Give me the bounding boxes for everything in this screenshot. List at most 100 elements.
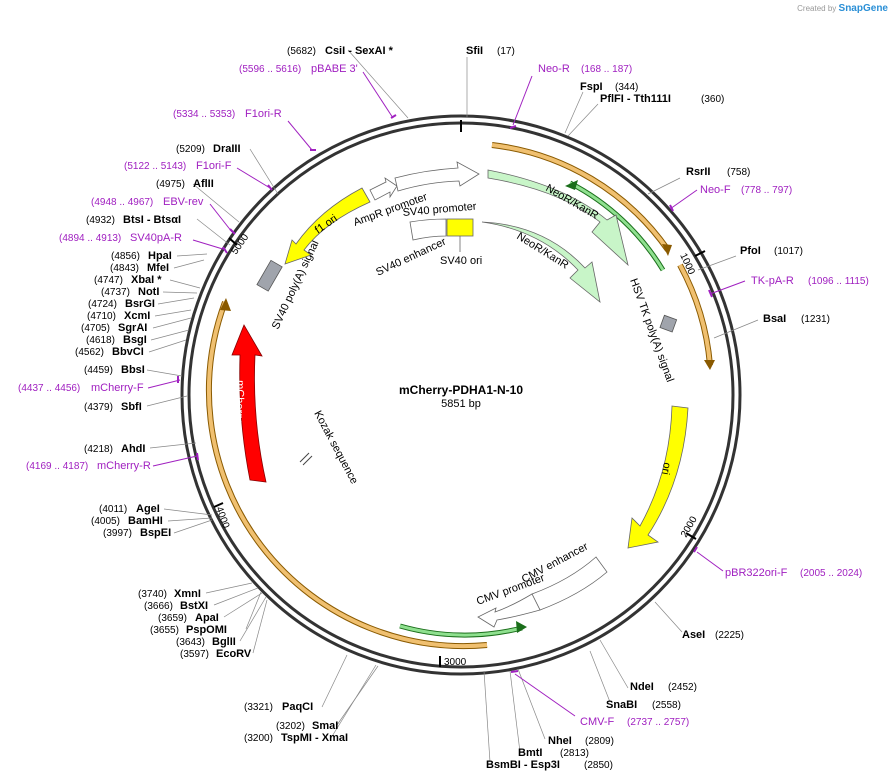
site-position: (4737) xyxy=(101,287,130,298)
site-sgrai: (4705) SgrAI xyxy=(81,322,147,334)
site-name: BmtI xyxy=(518,747,542,759)
site-name: BglII xyxy=(212,636,236,648)
site-name: XmnI xyxy=(174,588,201,600)
site-draiii: (5209) DraIII xyxy=(176,143,241,155)
site-name: BspEI xyxy=(140,527,171,539)
site-nhei: NheI (2809) xyxy=(548,735,614,747)
primer-ebv-rev: (4948 .. 4967) EBV-rev xyxy=(91,196,204,208)
site-noti: (4737) NotI xyxy=(101,286,159,298)
ampr-promoter-arrow xyxy=(369,177,398,201)
site-name: BamHI xyxy=(128,515,163,527)
site-name: AflII xyxy=(193,178,214,190)
site-csii-sexai: (5682) CsiI - SexAI * xyxy=(287,45,394,57)
site-name: AseI xyxy=(682,629,705,641)
sv40-promoter-arrow xyxy=(394,161,480,192)
site-bglii: (3643) BglII xyxy=(176,636,236,648)
primer-position: (2737 .. 2757) xyxy=(627,717,689,728)
primer-position: (4948 .. 4967) xyxy=(91,197,153,208)
site-name: BsmBI - Esp3I xyxy=(486,759,560,771)
primer-position: (4169 .. 4187) xyxy=(26,461,88,472)
site-sfii: SfiI (17) xyxy=(466,45,515,57)
site-smai: (3202) SmaI xyxy=(276,720,338,732)
f1-ori-arrow xyxy=(284,187,371,265)
primer-position: (778 .. 797) xyxy=(741,185,792,196)
site-name: CsiI - SexAI * xyxy=(325,45,394,57)
site-name: XcmI xyxy=(124,310,150,322)
left-orange-arrowhead xyxy=(220,298,231,311)
site-name: BtsI - BtsαI xyxy=(123,214,181,226)
primer-markers xyxy=(147,71,746,717)
primer-ticks xyxy=(177,114,713,673)
site-position: (3202) xyxy=(276,721,305,732)
cmv-promoter-arrow xyxy=(477,593,541,628)
site-position: (17) xyxy=(497,46,515,57)
site-aflii: (4975) AflII xyxy=(156,178,214,190)
site-position: (3655) xyxy=(150,625,179,636)
site-name: BsaI xyxy=(763,313,786,325)
snapgene-logo: SnapGene xyxy=(838,3,888,14)
site-tspmi-xmai: (3200) TspMI - XmaI xyxy=(244,732,348,744)
site-name: BsrGI xyxy=(125,298,155,310)
primer-position: (168 .. 187) xyxy=(581,64,632,75)
primer-name: F1ori-R xyxy=(245,108,282,120)
cmv-green-arrowhead xyxy=(516,621,527,633)
snapgene-branding: Created by SnapGene xyxy=(797,3,888,14)
site-position: (2809) xyxy=(585,736,614,747)
site-name: PspOMI xyxy=(186,624,227,636)
site-snabi: SnaBI (2558) xyxy=(606,699,681,711)
primer-tk-pa-r: TK-pA-R (1096 .. 1115) xyxy=(751,275,869,287)
site-bsrgi: (4724) BsrGI xyxy=(88,298,155,310)
sv40-ori-box xyxy=(446,218,474,237)
mcherry-label: mCherry xyxy=(233,380,246,423)
site-position: (2225) xyxy=(715,630,744,641)
site-position: (2850) xyxy=(584,760,613,771)
site-name: EcoRV xyxy=(216,648,252,660)
sv40-enhancer-box xyxy=(409,218,447,241)
site-position: (3997) xyxy=(103,528,132,539)
site-position: (4710) xyxy=(87,311,116,322)
site-position: (344) xyxy=(615,82,638,93)
site-name: PflFI - Tth111I xyxy=(600,93,671,105)
tick-2000: 2000 xyxy=(679,514,700,539)
site-hpai: (4856) HpaI xyxy=(111,250,172,262)
primer-f1ori-f: (5122 .. 5143) F1ori-F xyxy=(124,160,232,172)
branding-prefix: Created by xyxy=(797,4,837,13)
hsv-tk-polya-box xyxy=(659,314,678,333)
primer-mcherry-r: (4169 .. 4187) mCherry-R xyxy=(26,460,151,472)
site-pflfi-tth111i: PflFI - Tth111I (360) xyxy=(600,93,724,105)
site-position: (1231) xyxy=(801,314,830,325)
site-position: (4005) xyxy=(91,516,120,527)
site-position: (758) xyxy=(727,167,750,178)
site-position: (3740) xyxy=(138,589,167,600)
site-position: (4011) xyxy=(99,504,127,515)
site-bstxi: (3666) BstXI xyxy=(144,600,208,612)
ori-arrow xyxy=(627,405,689,549)
site-position: (3643) xyxy=(176,637,205,648)
site-name: HpaI xyxy=(148,250,172,262)
site-name: AgeI xyxy=(136,503,160,515)
site-name: ApaI xyxy=(195,612,219,624)
primer-name: mCherry-F xyxy=(91,382,144,394)
site-position: (2452) xyxy=(668,682,697,693)
site-bmti: BmtI (2813) xyxy=(518,747,589,759)
site-position: (4932) xyxy=(86,215,115,226)
neo-green-arrowhead xyxy=(565,180,578,190)
site-position: (4562) xyxy=(75,347,104,358)
neor-kanr-arrow-1 xyxy=(487,169,629,267)
hsv-orange-arrowhead xyxy=(704,360,715,370)
site-position: (4705) xyxy=(81,323,110,334)
site-agei: (4011) AgeI xyxy=(99,503,160,515)
primer-name: mCherry-R xyxy=(97,460,151,472)
site-ecorv: (3597) EcoRV xyxy=(180,648,252,660)
site-position: (4459) xyxy=(84,365,113,376)
site-name: SbfI xyxy=(121,401,142,413)
primer-mcherry-f: (4437 .. 4456) mCherry-F xyxy=(18,382,144,394)
primer-pbabe-3: (5596 .. 5616) pBABE 3' xyxy=(239,63,358,75)
site-position: (2558) xyxy=(652,700,681,711)
site-position: (3200) xyxy=(244,733,273,744)
site-name: DraIII xyxy=(213,143,241,155)
site-xcmi: (4710) XcmI xyxy=(87,310,150,322)
kozak-label: Kozak sequence xyxy=(311,409,360,486)
site-paqci: (3321) PaqCI xyxy=(244,701,313,713)
site-position: (3321) xyxy=(244,702,273,713)
